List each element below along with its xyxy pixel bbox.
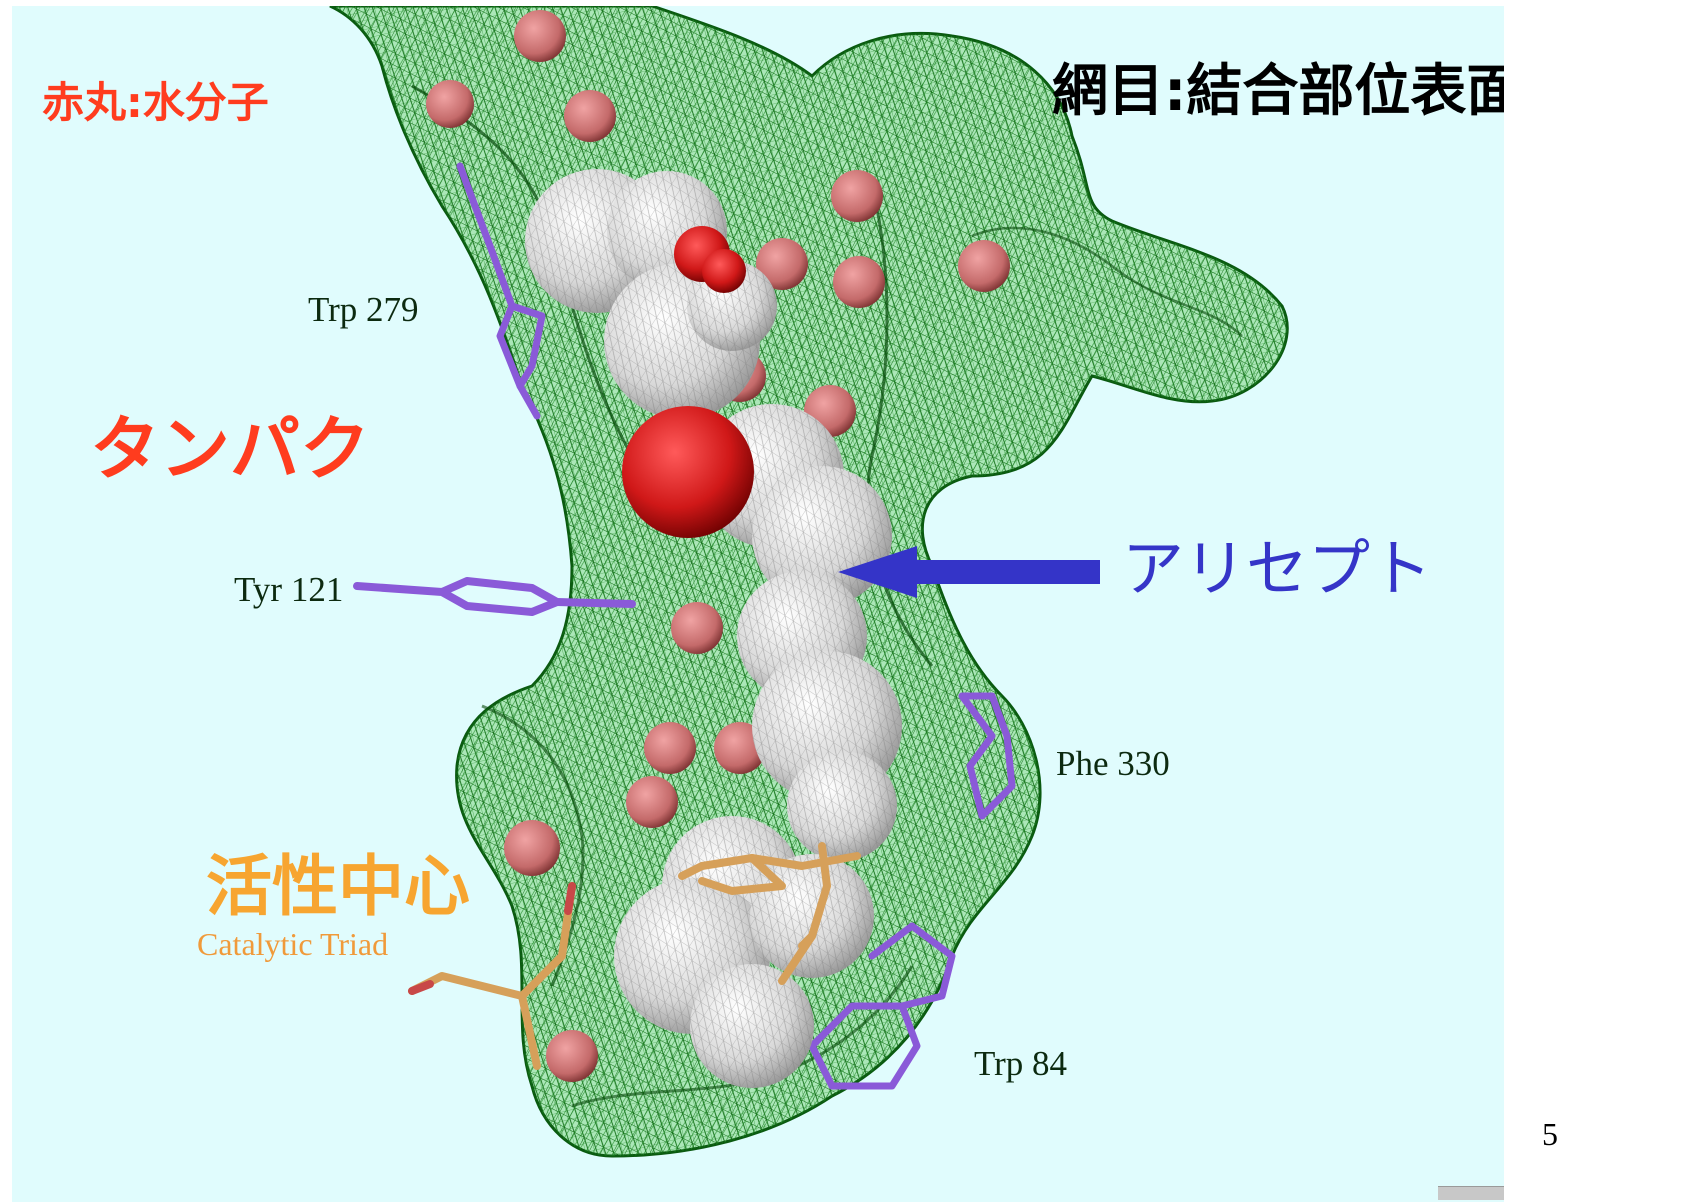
residue-label-trp84: Trp 84 (974, 1046, 1067, 1081)
water-molecule (626, 776, 678, 828)
residue-label-tyr121: Tyr 121 (234, 572, 343, 607)
water-molecule (833, 256, 885, 308)
water-molecule (546, 1030, 598, 1082)
water-molecule (644, 722, 696, 774)
oxygen-atom (702, 249, 746, 293)
residue-label-trp279: Trp 279 (308, 292, 419, 327)
water-molecule (514, 10, 566, 62)
water-molecule (564, 90, 616, 142)
water-molecule (831, 170, 883, 222)
legend-water-label: 赤丸:水分子 (42, 82, 269, 124)
water-molecule (504, 820, 560, 876)
molecular-view: 赤丸:水分子 網目:結合部位表面 タンパク アリセプト 活性中心 Catalyt… (12, 6, 1504, 1202)
water-molecule (958, 240, 1010, 292)
water-molecule (426, 80, 474, 128)
active-site-label: 活性中心 (206, 854, 470, 920)
water-molecule (671, 602, 723, 654)
legend-mesh-label: 網目:結合部位表面 (1052, 64, 1504, 120)
scrollbar-thumb[interactable] (1438, 1186, 1504, 1200)
protein-label: タンパク (90, 414, 370, 484)
oxygen-atom (622, 406, 754, 538)
acceptor-label: アリセプト (1122, 538, 1432, 600)
catalytic-triad-label: Catalytic Triad (197, 928, 388, 960)
slide-number: 5 (1542, 1118, 1558, 1150)
residue-label-phe330: Phe 330 (1056, 746, 1170, 781)
